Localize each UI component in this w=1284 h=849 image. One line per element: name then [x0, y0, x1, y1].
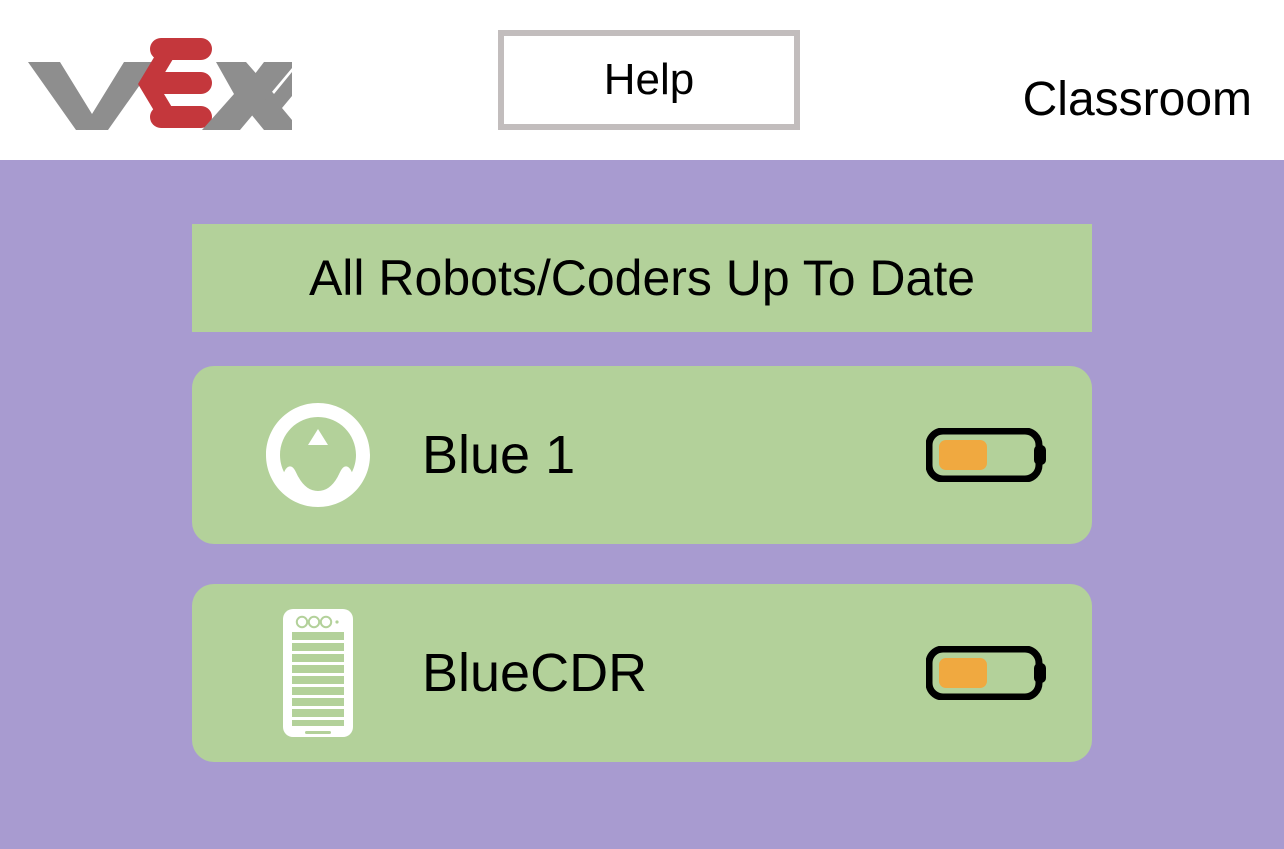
classroom-title: Classroom	[1022, 73, 1252, 126]
device-name-label: BlueCDR	[422, 643, 648, 703]
device-name-label: Blue 1	[422, 425, 576, 485]
main-content: All Robots/Coders Up To Date Blue 1	[0, 160, 1284, 849]
vex-coder-icon	[248, 603, 388, 743]
help-button[interactable]: Help	[498, 30, 800, 130]
battery-icon	[926, 646, 1046, 700]
status-banner: All Robots/Coders Up To Date	[192, 224, 1092, 332]
battery-icon	[926, 428, 1046, 482]
vex-123-robot-icon	[248, 385, 388, 525]
device-card-coder[interactable]: BlueCDR	[192, 584, 1092, 762]
battery-indicator	[926, 428, 1050, 482]
app-header: Help Classroom	[0, 0, 1284, 160]
device-card-robot[interactable]: Blue 1	[192, 366, 1092, 544]
vex-logo-icon	[28, 38, 292, 130]
battery-indicator	[926, 646, 1050, 700]
vex-logo	[26, 36, 292, 132]
